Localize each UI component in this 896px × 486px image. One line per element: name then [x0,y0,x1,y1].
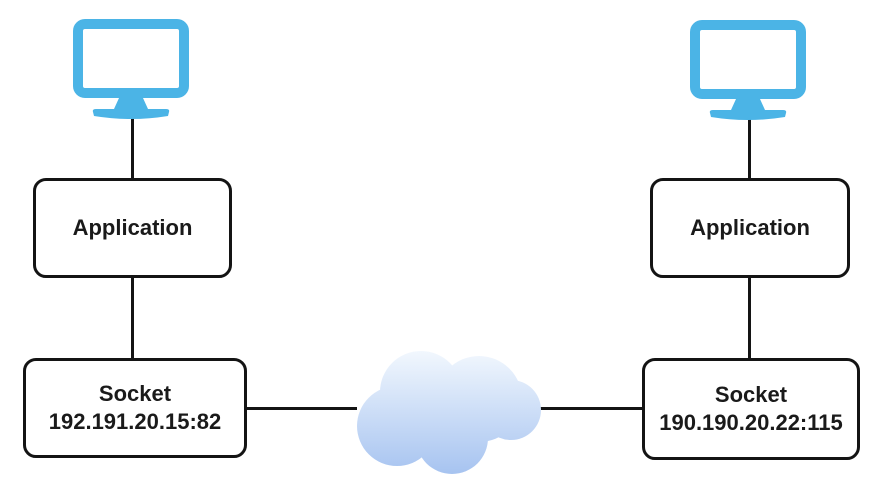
application-label: Application [690,215,810,240]
socket-title: Socket [714,382,788,407]
connector-right-monitor-application [748,118,751,180]
monitor-stand [92,98,170,119]
connector-cloud-right-socket [540,407,644,410]
connector-right-application-socket [748,276,751,360]
monitor-icon [73,19,189,119]
socket-node-left: Socket 192.191.20.15:82 [23,358,247,458]
cloud-shape [357,351,541,474]
application-label: Application [72,215,193,240]
application-node-left: Application [33,178,232,278]
connector-left-monitor-application [131,117,134,180]
socket-address: 190.190.20.22:115 [659,410,843,435]
monitor-stand [709,99,787,120]
socket-address: 192.191.20.15:82 [48,409,222,434]
connector-left-socket-cloud [245,407,357,410]
connector-left-application-socket [131,276,134,360]
socket-title: Socket [98,381,172,406]
monitor-screen [690,20,806,99]
monitor-screen [73,19,189,98]
socket-node-right: Socket 190.190.20.22:115 [642,358,860,460]
monitor-icon [690,20,806,120]
cloud-icon [357,351,541,474]
application-node-right: Application [650,178,850,278]
